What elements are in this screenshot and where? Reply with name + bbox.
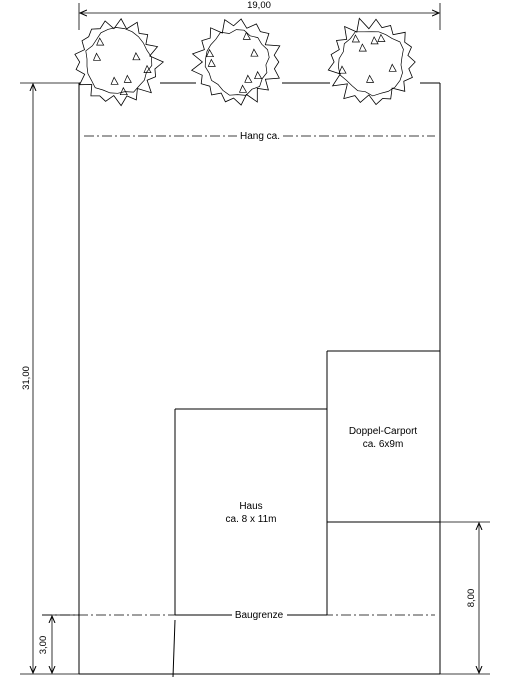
width-dimension-label: 19,00 [247, 0, 271, 11]
house-name: Haus [239, 501, 262, 512]
setback-right-dimension [440, 521, 490, 675]
slope-label: Hang ca. [240, 131, 280, 142]
setback-right-dimension-label: 8,00 [466, 589, 477, 608]
carport-name: Doppel-Carport [349, 426, 418, 437]
setback-left-dimension-label: 3,00 [38, 636, 49, 655]
tree-3-symbol [327, 17, 416, 106]
depth-dimension-label: 31,00 [21, 366, 32, 390]
depth-dimension [20, 82, 79, 675]
house-size: ca. 8 x 11m [226, 514, 277, 525]
tree-2-symbol [190, 18, 281, 106]
tree-row [74, 17, 416, 107]
carport-outline [326, 350, 440, 523]
width-dimension [78, 3, 441, 30]
plot-boundary [78, 82, 441, 675]
building-line-label: Baugrenze [235, 610, 284, 621]
tree-1-symbol [74, 18, 165, 107]
carport-size: ca. 6x9m [363, 439, 404, 450]
house-outline [172, 408, 328, 677]
